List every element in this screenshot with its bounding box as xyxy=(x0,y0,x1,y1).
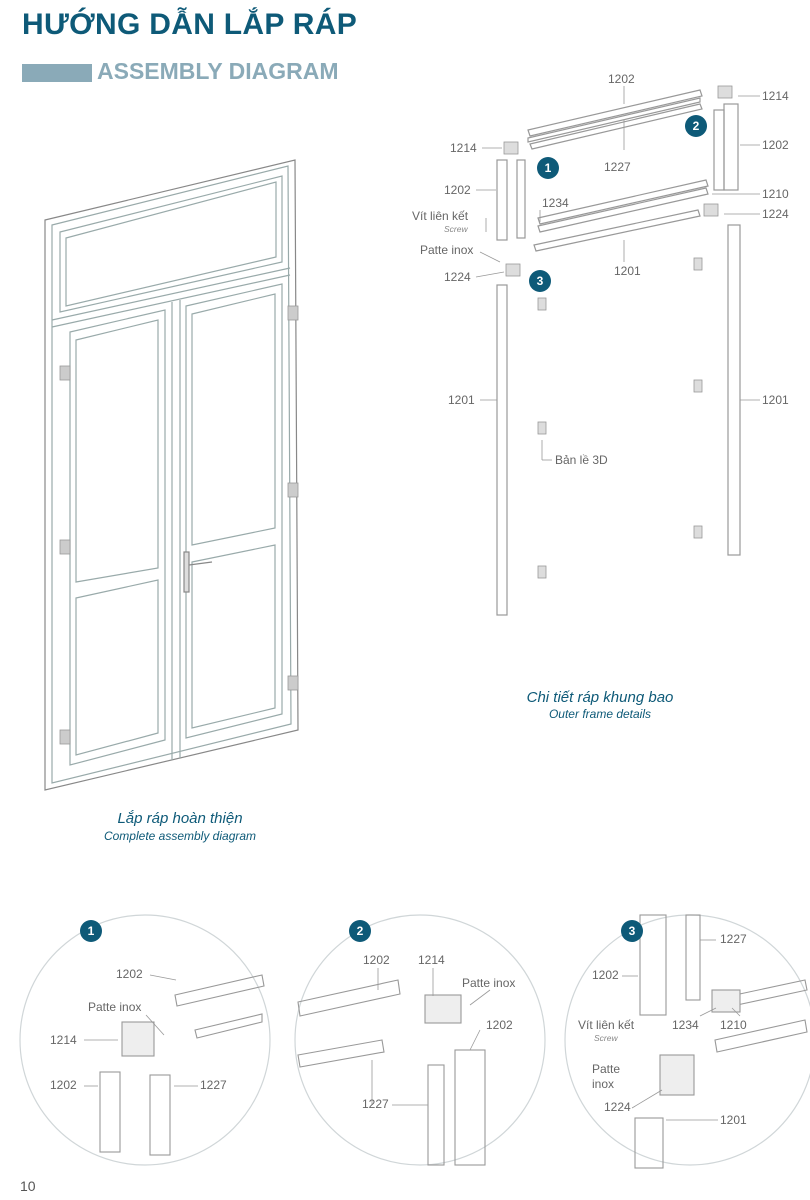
page-number: 10 xyxy=(20,1178,36,1194)
label-1202-top: 1202 xyxy=(608,72,635,86)
label-1201-left: 1201 xyxy=(448,393,475,407)
frame-badge-3: 3 xyxy=(529,270,551,292)
complete-caption-en: Complete assembly diagram xyxy=(103,829,257,843)
detail-2-label-patte-inox: Patte inox xyxy=(462,976,516,990)
label-1202-left: 1202 xyxy=(444,183,471,197)
complete-caption-vi: Lắp ráp hoàn thiện xyxy=(117,810,243,827)
label-1214-left: 1214 xyxy=(450,141,477,155)
detail-1-label-1202-top: 1202 xyxy=(116,967,143,981)
page-subtitle: ASSEMBLY DIAGRAM xyxy=(97,58,339,84)
page-title: HƯỚNG DẪN LẮP RÁP xyxy=(22,8,358,41)
detail-1-badge: 1 xyxy=(80,920,102,942)
label-screw-vi: Vít liên kết xyxy=(412,209,469,223)
detail-1-label-1227: 1227 xyxy=(200,1078,227,1092)
detail-3-label-1202: 1202 xyxy=(592,968,619,982)
detail-3-label-1210: 1210 xyxy=(720,1018,747,1032)
label-1214-right: 1214 xyxy=(762,89,789,103)
detail-circle-2 xyxy=(294,914,546,1166)
detail-2-label-1227: 1227 xyxy=(362,1097,389,1111)
detail-circle-1 xyxy=(19,914,271,1166)
frame-badge-1: 1 xyxy=(537,157,559,179)
detail-3-label-1227: 1227 xyxy=(720,932,747,946)
label-hinge-3d: Bản lề 3D xyxy=(555,453,608,467)
label-1202-right: 1202 xyxy=(762,138,789,152)
detail-3-label-screw-en: Screw xyxy=(594,1033,618,1043)
detail-1-label-1202-bottom: 1202 xyxy=(50,1078,77,1092)
detail-3-badge: 3 xyxy=(621,920,643,942)
detail-3-label-1201: 1201 xyxy=(720,1113,747,1127)
label-1234: 1234 xyxy=(542,196,569,210)
detail-3-label-1224: 1224 xyxy=(604,1100,631,1114)
detail-2-label-1202-right: 1202 xyxy=(486,1018,513,1032)
detail-2-badge: 2 xyxy=(349,920,371,942)
detail-1-label-1214: 1214 xyxy=(50,1033,77,1047)
label-1210: 1210 xyxy=(762,187,789,201)
label-1201-mid: 1201 xyxy=(614,264,641,278)
frame-badge-2: 2 xyxy=(685,115,707,137)
detail-2-label-1202-top: 1202 xyxy=(363,953,390,967)
title-accent-bar xyxy=(22,64,92,82)
label-1201-right: 1201 xyxy=(762,393,789,407)
label-1227: 1227 xyxy=(604,160,631,174)
detail-3-label-screw-vi: Vít liên kết xyxy=(578,1018,635,1032)
frame-caption-en: Outer frame details xyxy=(548,707,652,721)
label-1224-left: 1224 xyxy=(444,270,471,284)
detail-3-label-1234: 1234 xyxy=(672,1018,699,1032)
detail-3-label-patte: Patte xyxy=(592,1062,621,1076)
detail-1-label-patte-inox: Patte inox xyxy=(88,1000,142,1014)
frame-caption-vi: Chi tiết ráp khung bao xyxy=(526,689,674,706)
label-screw-en: Screw xyxy=(444,224,468,234)
label-1224-right: 1224 xyxy=(762,207,789,221)
detail-3-label-inox: inox xyxy=(592,1077,615,1091)
detail-2-label-1214: 1214 xyxy=(418,953,445,967)
label-patte-inox: Patte inox xyxy=(420,243,474,257)
